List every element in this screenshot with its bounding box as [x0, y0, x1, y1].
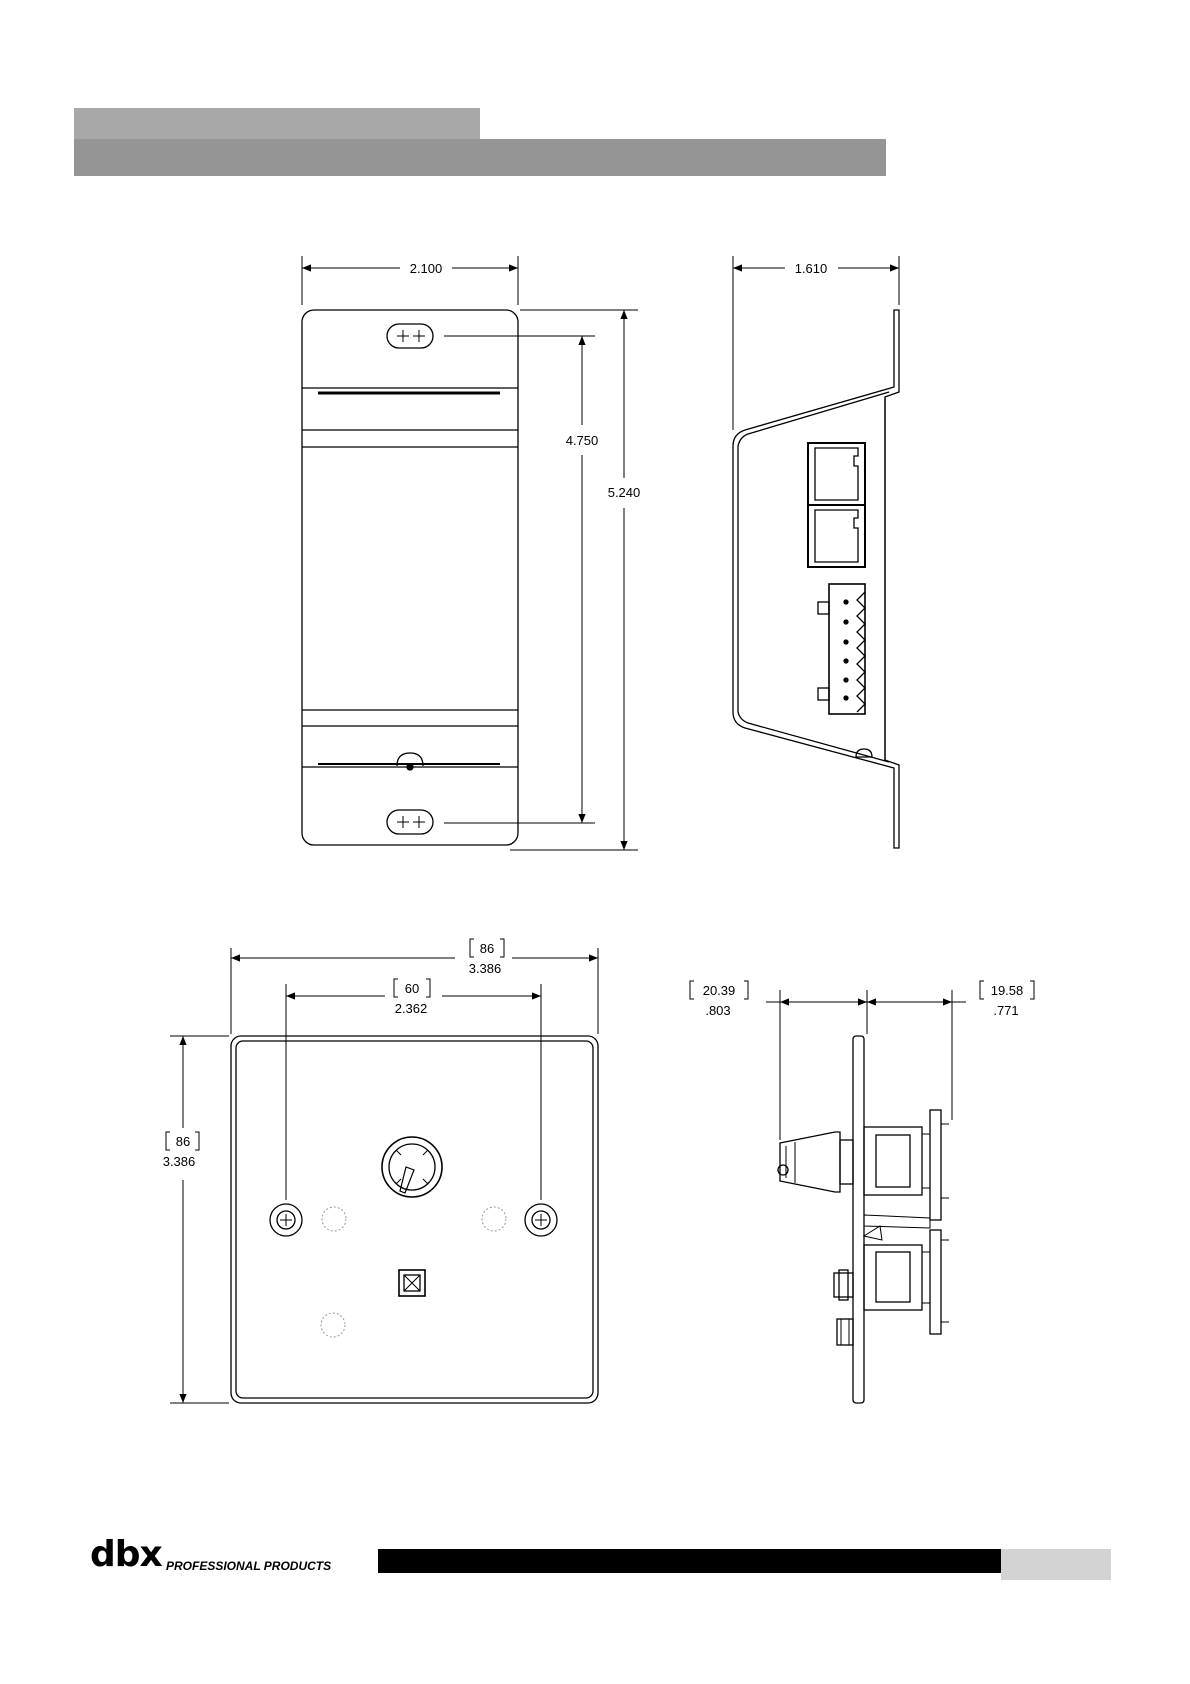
dim-screw-spacing — [444, 336, 595, 823]
square-plate-side-view — [778, 1036, 949, 1403]
footer-page-tab — [1001, 1549, 1111, 1580]
footer-bar — [378, 1549, 1001, 1573]
terminal-block-icon — [818, 584, 865, 714]
xlr-jack-lower-icon — [864, 1230, 949, 1334]
dim-square-width-mm: 86 — [480, 941, 494, 956]
logo-wordmark: dbx — [90, 1534, 162, 1575]
screw-slot-bottom-icon — [387, 810, 433, 834]
rj45-port-upper-icon — [808, 443, 865, 505]
dim-rear-depth-mm: 19.58 — [991, 983, 1024, 998]
rj45-port-lower-icon — [808, 505, 865, 567]
dim-rear-depth-in: .771 — [993, 1003, 1018, 1018]
mounting-hole-left-icon — [270, 1204, 302, 1236]
dim-front-depth-in: .803 — [705, 1003, 730, 1018]
dbx-logo: dbx PROFESSIONAL PRODUCTS — [90, 1538, 162, 1572]
mounting-hole-right-icon — [525, 1204, 557, 1236]
knockout-circle-icon — [321, 1207, 506, 1337]
dim-square-height — [166, 1036, 229, 1403]
dim-square-height-mm: 86 — [176, 1134, 190, 1149]
dim-depth-label: 1.610 — [795, 261, 828, 276]
select-button-icon — [399, 1270, 425, 1296]
dim-square-width-in: 3.386 — [469, 961, 502, 976]
dim-screw-spacing-label: 4.750 — [566, 433, 599, 448]
decora-plate-front-view — [302, 310, 518, 845]
logo-tagline: PROFESSIONAL PRODUCTS — [166, 1559, 331, 1573]
dim-hole-spacing-mm: 60 — [405, 981, 419, 996]
volume-knob-icon — [382, 1137, 442, 1197]
screw-slot-top-icon — [387, 324, 433, 348]
dim-front-depth-mm: 20.39 — [703, 983, 736, 998]
dim-plate-width-label: 2.100 — [410, 261, 443, 276]
bracket-icon — [864, 1215, 930, 1240]
dim-square-height-in: 3.386 — [163, 1154, 196, 1169]
dim-plate-height-label: 5.240 — [608, 485, 641, 500]
dim-rear-depth — [867, 981, 1034, 1120]
fastener-icon — [834, 1270, 853, 1345]
knob-side-icon — [778, 1132, 853, 1192]
side-plate — [853, 1036, 864, 1403]
dim-plate-height — [510, 310, 638, 850]
xlr-jack-upper-icon — [864, 1110, 949, 1220]
dim-hole-spacing-in: 2.362 — [395, 1001, 428, 1016]
dim-depth — [733, 256, 899, 430]
decora-plate-side-view — [733, 310, 899, 848]
